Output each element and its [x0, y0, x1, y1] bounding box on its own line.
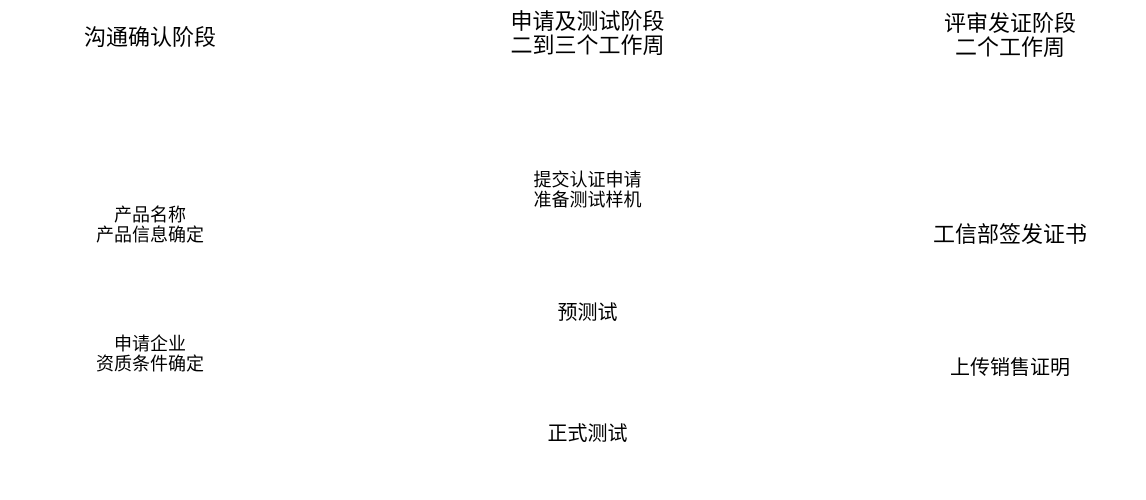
- step-line: 正式测试: [547, 421, 628, 445]
- stage-title: 沟通确认阶段: [30, 26, 270, 51]
- stage-column-application-testing: 申请及测试阶段 二到三个工作周 提交认证申请 准备测试样机 预测试 正式测试: [460, 0, 715, 500]
- step-box: 产品名称 产品信息确定: [30, 206, 270, 246]
- step-line: 申请企业: [114, 334, 186, 355]
- stage-column-communication: 沟通确认阶段 产品名称 产品信息确定 申请企业 资质条件确定: [30, 0, 270, 500]
- step-line: 准备测试样机: [533, 189, 642, 211]
- step-box: 预测试: [460, 301, 715, 323]
- stage-title-line: 申请及测试阶段: [510, 10, 665, 35]
- step-line: 上传销售证明: [950, 355, 1070, 379]
- stage-title-line: 二到三个工作周: [510, 34, 665, 60]
- step-box: 工信部签发证书: [890, 223, 1130, 248]
- stage-title: 申请及测试阶段 二到三个工作周: [460, 10, 715, 60]
- stage-title-line: 评审发证阶段: [943, 12, 1076, 37]
- step-box: 申请企业 资质条件确定: [30, 335, 270, 375]
- stage-title: 评审发证阶段 二个工作周: [890, 12, 1130, 62]
- step-line: 工信部签发证书: [932, 223, 1087, 248]
- step-line: 产品信息确定: [96, 224, 204, 246]
- step-line: 产品名称: [114, 205, 186, 226]
- step-line: 资质条件确定: [96, 353, 204, 375]
- step-line: 预测试: [557, 300, 618, 324]
- step-box: 正式测试: [460, 422, 715, 444]
- stage-column-review-certification: 评审发证阶段 二个工作周 工信部签发证书 上传销售证明: [890, 0, 1130, 500]
- step-box: 上传销售证明: [890, 356, 1130, 378]
- stage-title-line: 沟通确认阶段: [83, 26, 216, 51]
- step-box: 提交认证申请 准备测试样机: [460, 171, 715, 211]
- stage-title-line: 二个工作周: [954, 36, 1065, 62]
- step-line: 提交认证申请: [533, 170, 642, 191]
